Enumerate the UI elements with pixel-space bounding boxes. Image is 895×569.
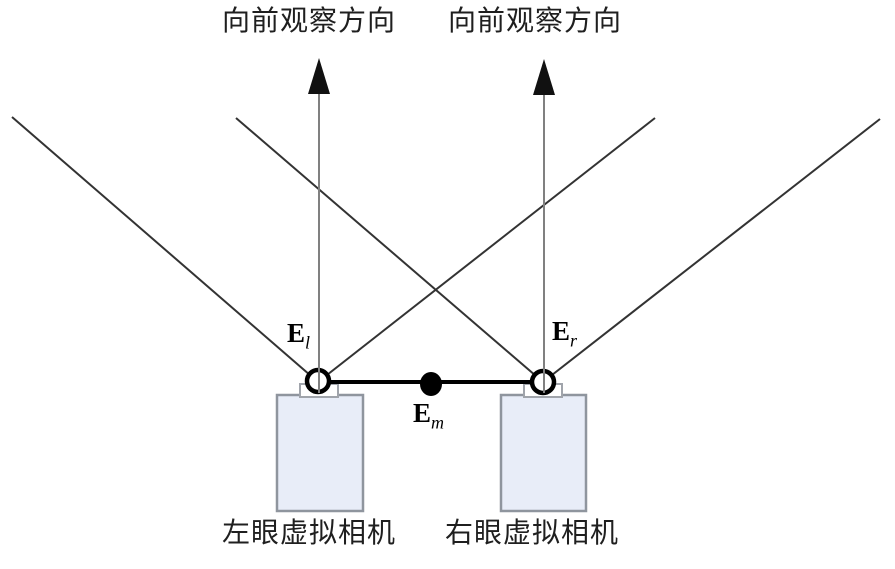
- left-eye-point-label: El: [287, 318, 310, 352]
- left-virtual-camera-label: 左眼虚拟相机: [222, 518, 397, 549]
- left-eye-fov-line-outer: [11, 116, 319, 383]
- right-eye-point-label: Er: [552, 316, 577, 350]
- right-eye-fov-line-inner: [235, 117, 544, 383]
- left-virtual-camera-body: [275, 393, 365, 513]
- left-eye-point-subscript: l: [305, 332, 311, 353]
- up-arrow-icon: [308, 58, 330, 94]
- right-eye-fov-line-outer: [542, 118, 881, 383]
- forward-view-direction-label-right: 向前观察方向: [448, 6, 623, 37]
- middle-eye-point-label: Em: [413, 398, 444, 432]
- up-arrow-icon: [533, 59, 555, 95]
- middle-eye-point-subscript: m: [431, 412, 445, 433]
- middle-eye-point-symbol: E: [413, 398, 432, 428]
- left-eye-point-symbol: E: [287, 318, 306, 348]
- forward-view-direction-label-left: 向前观察方向: [222, 6, 397, 37]
- right-eye-point-symbol: E: [552, 316, 571, 346]
- middle-eye-point-marker: [420, 372, 442, 396]
- left-eye-fov-line-inner: [317, 117, 656, 383]
- right-virtual-camera-label: 右眼虚拟相机: [445, 518, 620, 549]
- right-virtual-camera-body: [499, 393, 588, 513]
- right-eye-point-subscript: r: [570, 330, 578, 351]
